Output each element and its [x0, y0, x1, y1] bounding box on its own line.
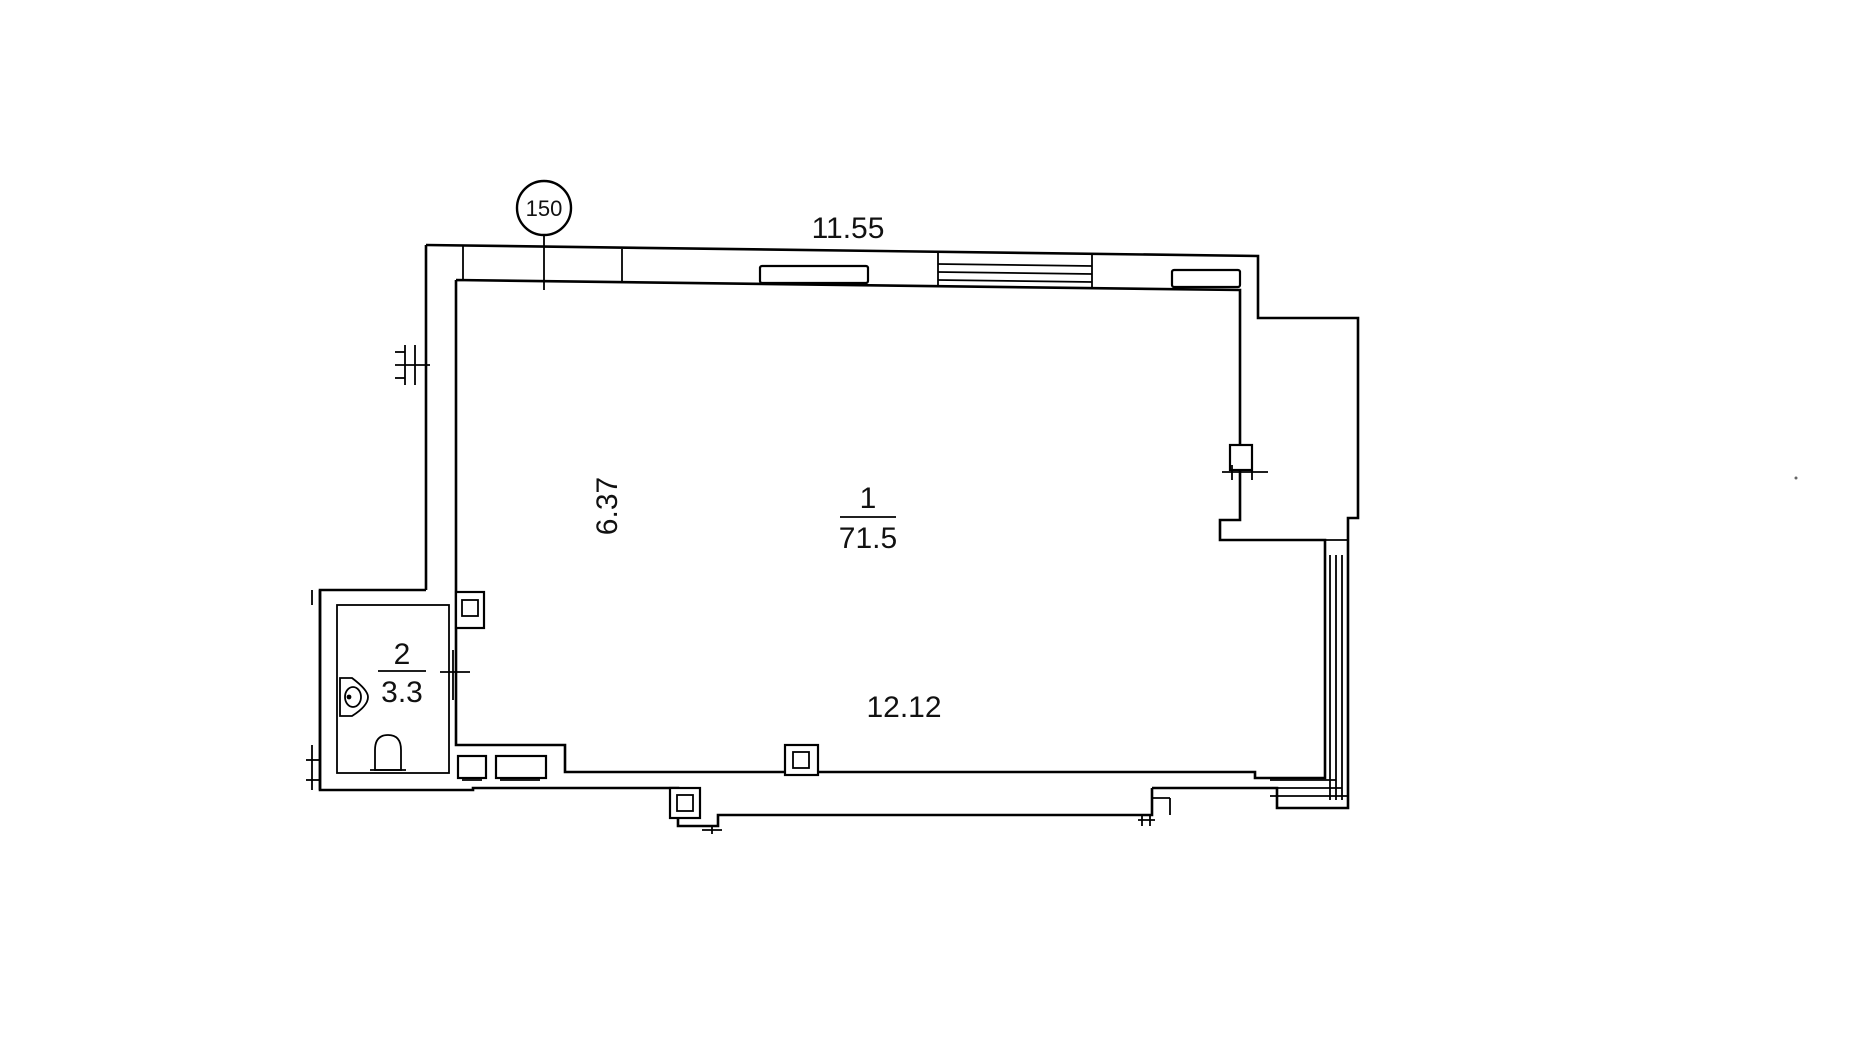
- left-door-mark: [395, 345, 430, 385]
- room-2-number: 2: [394, 638, 411, 671]
- right-partitions: [1222, 443, 1268, 480]
- room-1-area: 71.5: [839, 522, 897, 555]
- top-windows: [462, 246, 1242, 289]
- room-1-number: 1: [860, 482, 877, 515]
- bottom-dimension: 12.12: [866, 691, 941, 724]
- bottom-notches: [702, 797, 1171, 834]
- left-dimension: 6.37: [591, 477, 624, 535]
- room-2-area: 3.3: [381, 676, 423, 709]
- right-window: [1270, 539, 1348, 800]
- inner-wall: [454, 278, 1327, 780]
- bathroom: [306, 590, 470, 790]
- marker-callout: 150: [515, 179, 573, 290]
- washbasin-icon: [339, 677, 369, 717]
- room-1-label: 1 71.5: [839, 482, 897, 555]
- marker-label: 150: [526, 196, 563, 221]
- top-dimension: 11.55: [812, 212, 885, 245]
- toilet-icon: [370, 734, 406, 771]
- columns: [454, 590, 820, 820]
- stray-dot: [1794, 476, 1798, 480]
- room-2-label: 2 3.3: [378, 638, 426, 709]
